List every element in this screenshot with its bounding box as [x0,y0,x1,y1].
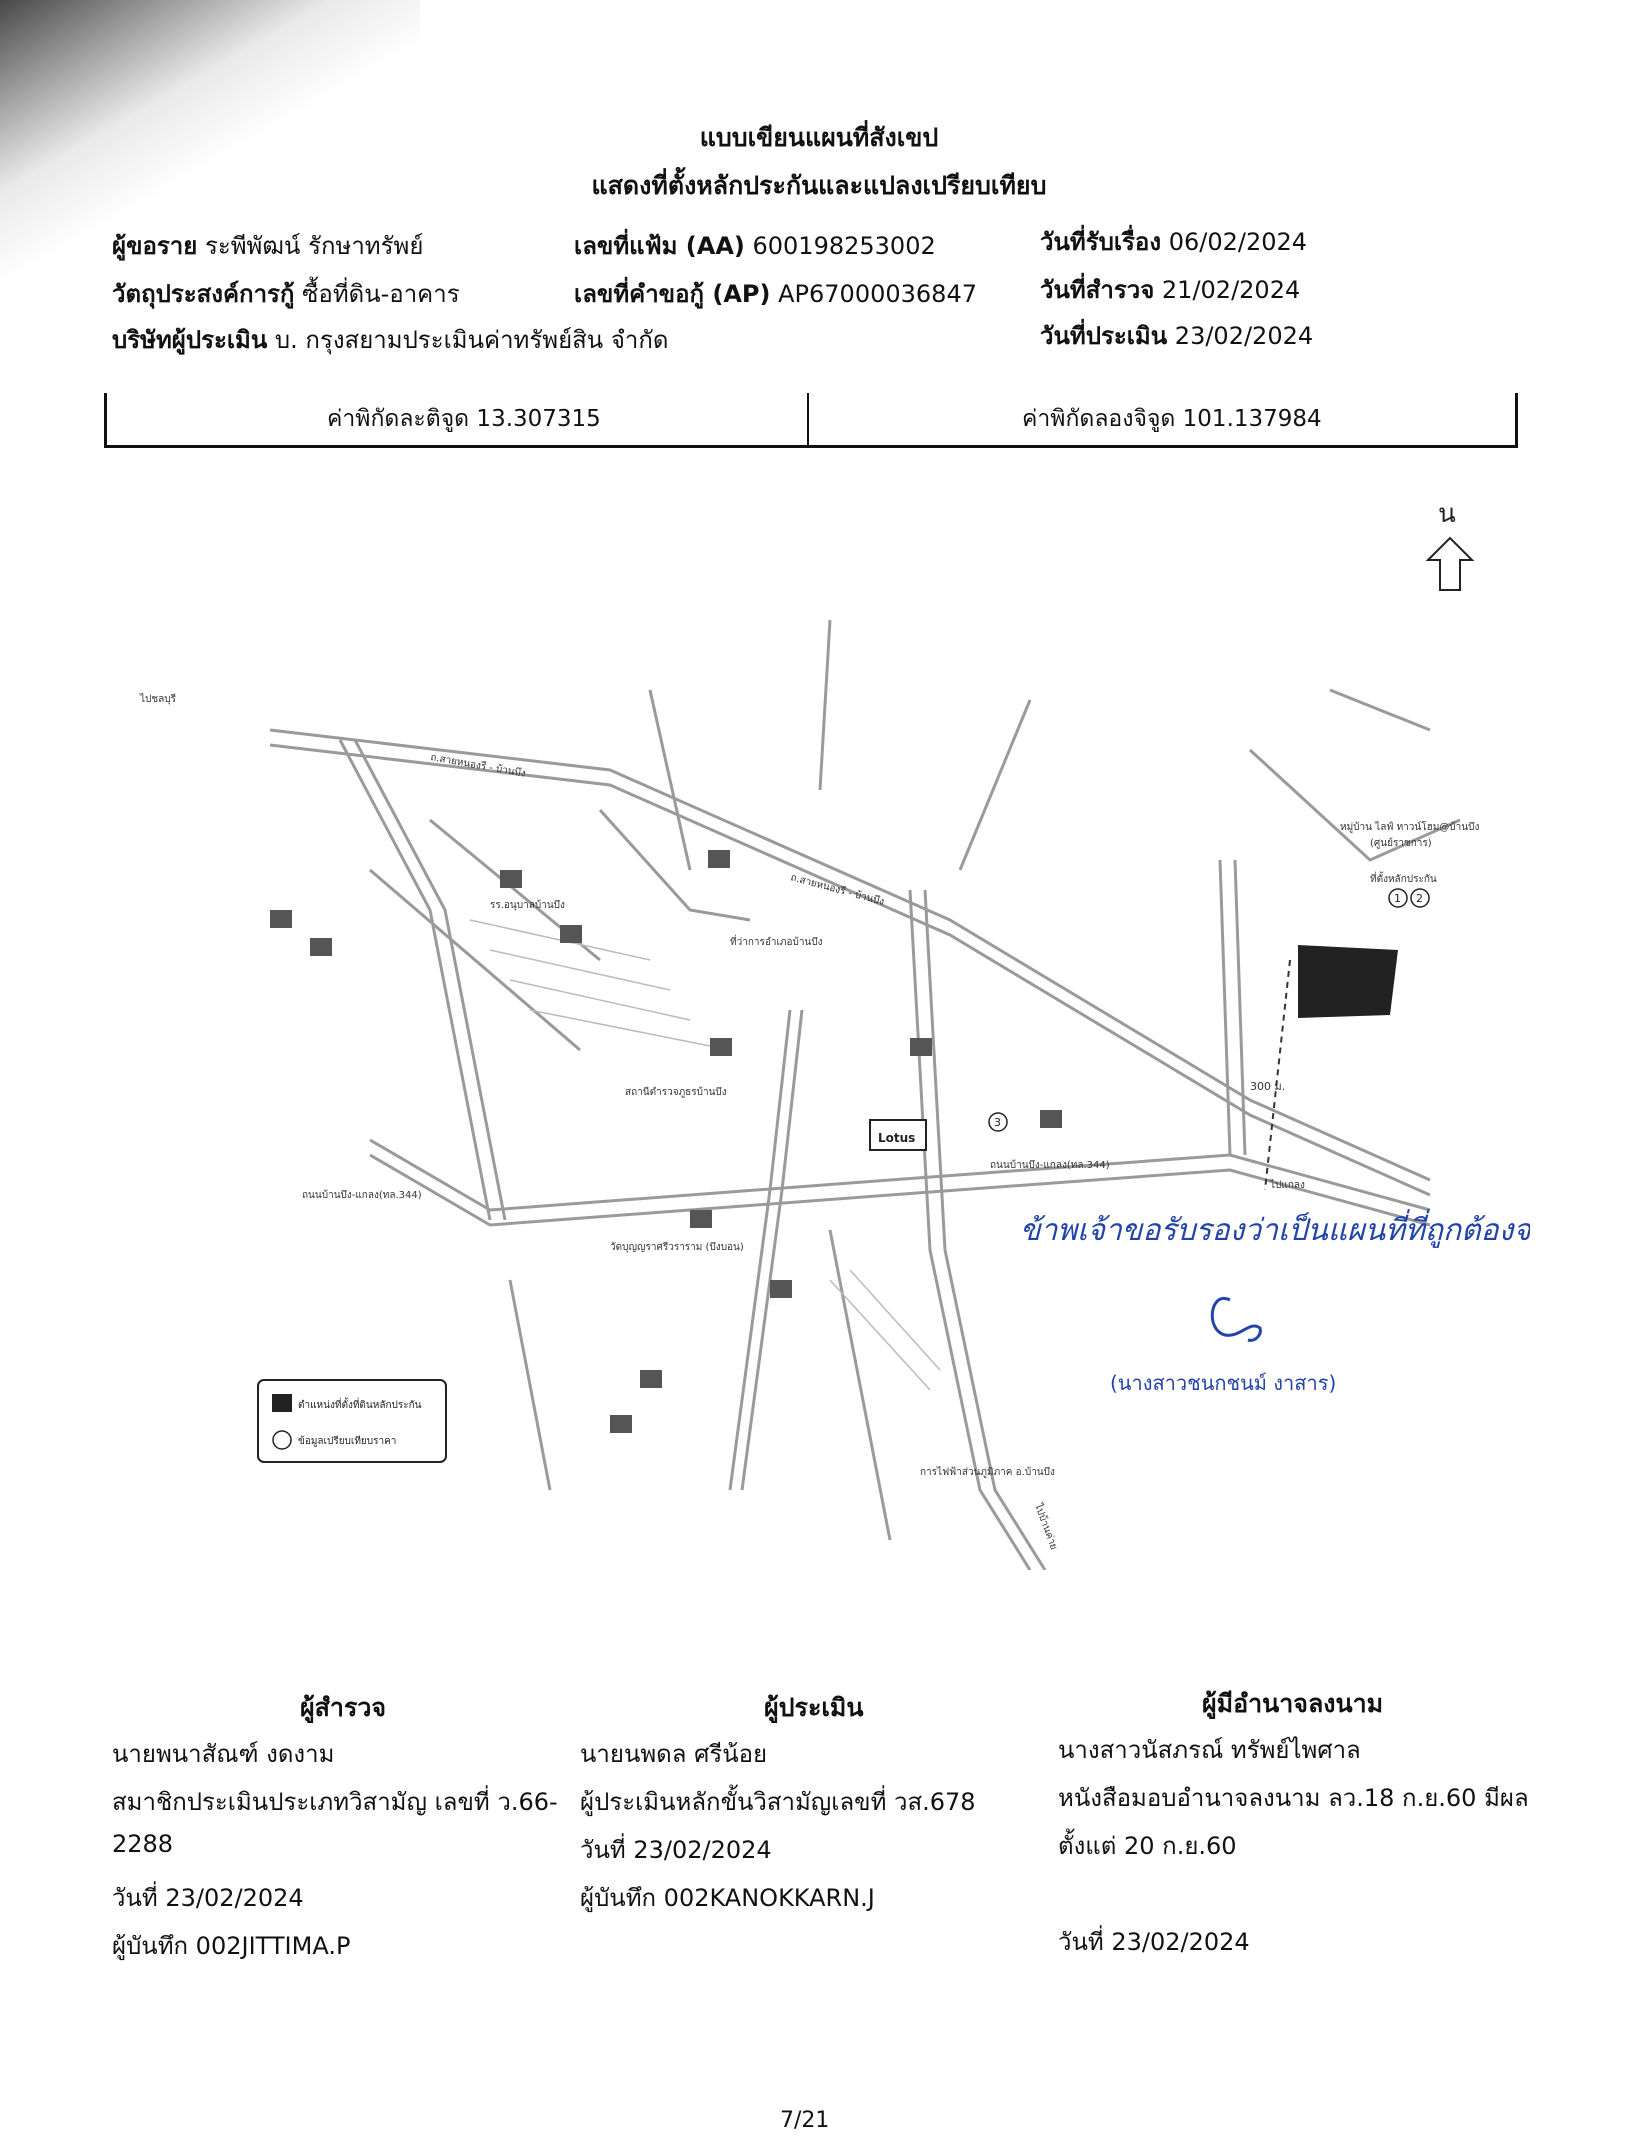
appraiser-recorder: ผู้บันทึก 002KANOKKARN.J [580,1884,875,1912]
landmark-school: รร.อนุบาลบ้านบึง [490,899,565,911]
applicant-row: ผู้ขอราย ระพีพัฒน์ รักษาทรัพย์ [112,226,423,265]
purpose-label: วัตถุประสงค์การกู้ [112,280,295,308]
to-bankai-label: ไปบ้านค่าย [1032,1501,1060,1551]
coordinate-divider [807,393,809,445]
purpose-row: วัตถุประสงค์การกู้ ซื้อที่ดิน-อาคาร [112,274,460,313]
longitude: ค่าพิกัดลองจิจูด 101.137984 [1022,406,1322,432]
appraiser-name: นายนพดล ศรีน้อย [580,1740,768,1768]
north-label: น [1438,499,1456,529]
collateral-label: ที่ตั้งหลักประกัน [1370,871,1437,885]
road-344-label: ถนนบ้านบึง-แกลง(ทล.344) [302,1189,422,1201]
survey-label: วันที่สำรวจ [1040,276,1155,304]
signature-mark [1210,1296,1262,1342]
latitude: ค่าพิกัดละติจูด 13.307315 [327,406,601,432]
to-klaeng-label: ไปแกลง [1269,1179,1305,1191]
road-344 [369,1138,1431,1212]
house-icon [910,1038,932,1056]
file-no-label: เลขที่แฟ้ม (AA) [574,232,745,260]
road-344-label-2: ถนนบ้านบึง-แกลง(ทล.344) [990,1159,1110,1171]
file-no-value: 600198253002 [752,232,936,260]
purpose-value: ซื้อที่ดิน-อาคาร [302,280,460,308]
authorized-date: วันที่ 23/02/2024 [1058,1928,1250,1956]
map-legend: ตำแหน่งที่ตั้งที่ดินหลักประกัน ข้อมูลเปร… [257,1379,447,1463]
landmark-temple: วัดบุญญราศรีวราราม (บึงบอน) [610,1241,744,1253]
appraisal-row: วันที่ประเมิน 23/02/2024 [1040,316,1313,355]
survey-value: 21/02/2024 [1161,276,1301,304]
appraisal-label: วันที่ประเมิน [1040,322,1168,350]
sketch-map: 300 ม. น หมู่บ้าน ไลฟ์ ทาวน์โฮม@บ้านบึง … [139,499,1530,1570]
legend-collateral: ตำแหน่งที่ตั้งที่ดินหลักประกัน [298,1397,422,1411]
legend-comparable: ข้อมูลเปรียบเทียบราคา [298,1435,396,1447]
authorized-authorization: หนังสือมอบอำนาจลงนาม ลว.18 ก.ย.60 มีผล [1058,1784,1529,1812]
house-icon [310,938,332,956]
house-icon [1040,1110,1062,1128]
house-icons [270,850,1062,1433]
appraisal-value: 23/02/2024 [1174,322,1314,350]
house-icon [500,870,522,888]
lotus-label: Lotus [878,1131,915,1145]
appraiser-date: วันที่ 23/02/2024 [580,1836,772,1864]
road-nongri-label-2: ถ.สายหนองรี - บ้านบึง [789,871,885,908]
doc-subtitle: แสดงที่ตั้งหลักประกันและแปลงเปรียบเทียบ [591,171,1047,200]
house-icon [560,925,582,943]
marker-1 [1388,888,1408,908]
authorized-heading: ผู้มีอำนาจลงนาม [1202,1689,1384,1718]
marker-3-label: 3 [994,1116,1001,1129]
collateral-parcel [1298,945,1398,1018]
distance-arrow [1264,959,1291,1191]
applicant-label: ผู้ขอราย [112,232,198,260]
distance-label: 300 ม. [1250,1080,1285,1093]
house-icon [708,850,730,868]
surveyor-license: สมาชิกประเมินประเภทวิสามัญ เลขที่ ว.66- [112,1788,558,1816]
lotus-logo [869,1119,927,1151]
temple-icon [710,1038,732,1056]
appraiser-license: ผู้ประเมินหลักขั้นวิสามัญเลขที่ วส.678 [580,1788,976,1816]
marker-1-label: 1 [1394,892,1401,905]
company-row: บริษัทผู้ประเมิน บ. กรุงสยามประเมินค่าทร… [112,320,668,359]
house-icon [610,1415,632,1433]
surveyor-name: นายพนาสัณฑ์ งดงาม [112,1740,335,1768]
house-icon [640,1370,662,1388]
to-chonburi-label: ไปชลบุรี [139,693,177,705]
marker-3 [988,1112,1008,1132]
authorized-name: นางสาวนัสภรณ์ ทรัพย์ไพศาล [1058,1736,1361,1764]
project-label-2: (ศูนย์ราชการ) [1370,837,1432,849]
authorized-effective: ตั้งแต่ 20 ก.ย.60 [1058,1832,1237,1860]
temple-icon [690,1210,712,1228]
north-arrow-icon [1425,536,1475,591]
company-value: บ. กรุงสยามประเมินค่าทรัพย์สิน จำกัด [274,326,669,354]
company-label: บริษัทผู้ประเมิน [112,326,268,354]
marker-2-label: 2 [1416,892,1423,905]
applicant-value: ระพีพัฒน์ รักษาทรัพย์ [204,232,424,260]
landmark-pea: การไฟฟ้าส่วนภูมิภาค อ.บ้านบึง [920,1466,1055,1478]
legend-comparable-swatch [272,1430,292,1450]
request-no-label: เลขที่คำขอกู้ (AP) [574,280,771,308]
file-no-row: เลขที่แฟ้ม (AA) 600198253002 [574,226,936,265]
request-no-value: AP67000036847 [778,280,977,308]
surveyor-recorder: ผู้บันทึก 002JITTIMA.P [112,1932,351,1960]
page-number: 7/21 [780,2108,830,2133]
doc-title: แบบเขียนแผนที่สังเขป [699,123,939,152]
house-icon [770,1280,792,1298]
road-nongri [269,728,1431,1182]
marker-2 [1410,888,1430,908]
signer-name: (นางสาวชนกชนม์ งาสาร) [1110,1371,1336,1395]
request-no-row: เลขที่คำขอกู้ (AP) AP67000036847 [574,274,977,313]
landmark-district: ที่ว่าการอำเภอบ้านบึง [730,934,823,948]
surveyor-license-cont: 2288 [112,1830,174,1858]
landmark-police: สถานีตำรวจภูธรบ้านบึง [625,1086,727,1098]
surveyor-date: วันที่ 23/02/2024 [112,1884,304,1912]
project-label-1: หมู่บ้าน ไลฟ์ ทาวน์โฮม@บ้านบึง [1340,820,1479,833]
received-value: 06/02/2024 [1168,228,1308,256]
coordinate-box: ค่าพิกัดละติจูด 13.307315 ค่าพิกัดลองจิจ… [104,393,1518,448]
surveyor-heading: ผู้สำรวจ [300,1693,387,1722]
received-row: วันที่รับเรื่อง 06/02/2024 [1040,222,1307,261]
survey-row: วันที่สำรวจ 21/02/2024 [1040,270,1300,309]
legend-collateral-swatch [272,1394,292,1412]
handwritten-certification: ข้าพเจ้าขอรับรองว่าเป็นแผนที่ที่ถูกต้องจ… [1020,1209,1530,1248]
received-label: วันที่รับเรื่อง [1040,228,1162,256]
appraiser-heading: ผู้ประเมิน [764,1693,864,1722]
house-icon [270,910,292,928]
